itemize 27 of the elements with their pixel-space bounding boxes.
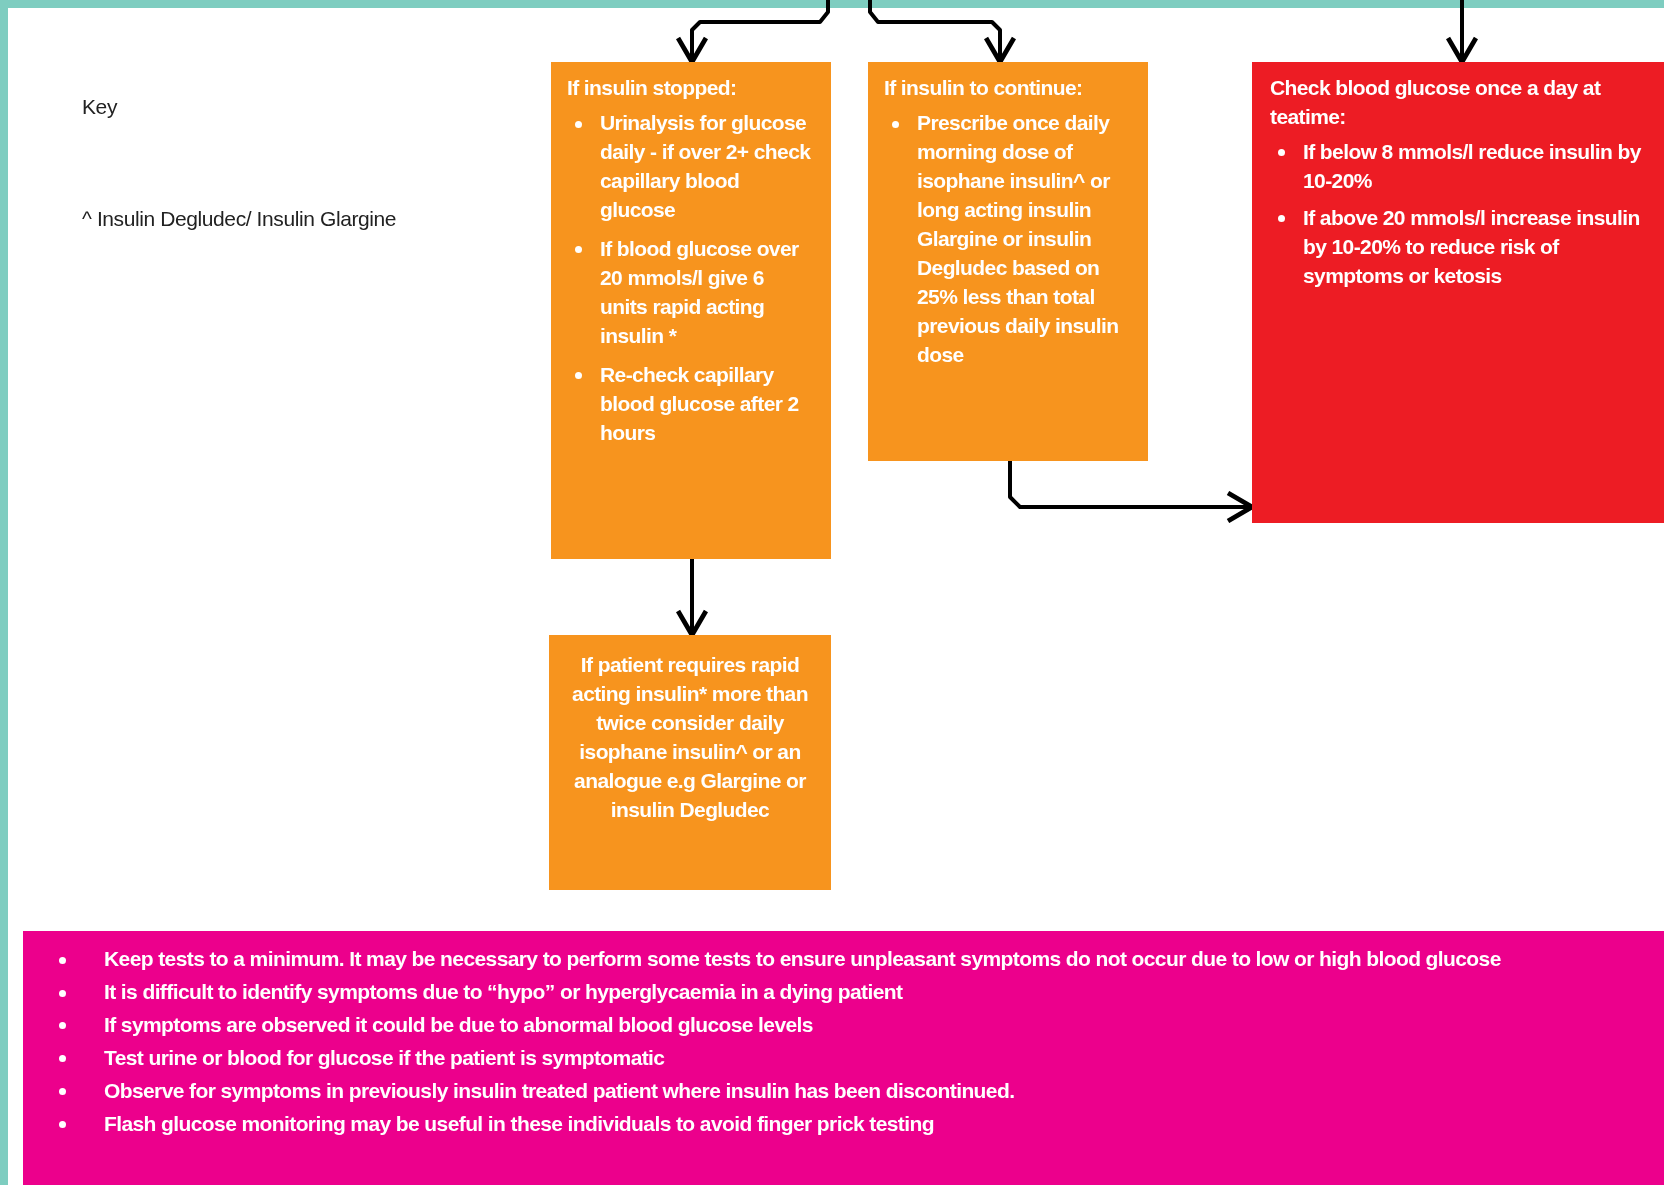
process-box — [868, 62, 1148, 461]
bullet-item: Urinalysis for glucose daily - if over 2+ check capillary blood glucose — [600, 109, 812, 223]
process-box — [551, 62, 831, 559]
bullet-item: Re-check capillary blood glucose after 2 hours — [600, 361, 800, 446]
bullet-item: Test urine or blood for glucose if the patient is symptomatic — [104, 1044, 666, 1071]
notes-panel — [23, 931, 1664, 1185]
process-box — [549, 635, 831, 890]
box-heading: If insulin stopped: — [567, 75, 738, 101]
bullet-item: If blood glucose over 20 mmols/l give 6 units rapid acting insulin * — [600, 235, 800, 349]
arrow — [1445, 0, 1479, 65]
bullet-item: If symptoms are observed it could be due to abnormal blood glucose levels — [104, 1011, 814, 1038]
bullet-item: It is difficult to identify symptoms due to “hypo” or hyperglycaemia in a dying patient — [104, 978, 904, 1005]
bullet-item: Observe for symptoms in previously insulin treated patient where insulin has been discontinued. — [104, 1077, 1016, 1104]
bullet-item: If above 20 mmols/l increase insulin by 10-20% to reduce risk of symptoms or ketosis — [1303, 204, 1641, 289]
box-heading: If insulin to continue: — [884, 75, 1084, 101]
key-text: ^ Insulin Degludec/ Insulin Glargine — [82, 207, 397, 231]
box-text: If patient requires rapid acting insulin* more than twice consider daily isophane insulin^ or an analogue e.g Glargine or insulin Degludec — [571, 652, 809, 823]
key-text: Key — [82, 95, 117, 119]
arrow — [868, 0, 1017, 65]
bullet-item: Prescribe once daily morning dose of isophane insulin^ or long acting insulin Glargine or insulin Degludec based on 25% less than total previous daily insulin dose — [917, 109, 1120, 368]
bullet-item: Flash glucose monitoring may be useful in these individuals to avoid finger prick testing — [104, 1110, 935, 1137]
process-box — [1252, 62, 1664, 523]
box-heading: Check blood glucose once a day at teatime: — [1270, 75, 1602, 130]
bullet-item: Keep tests to a minimum. It may be necessary to perform some tests to ensure unpleasant symptoms do not occur due to low or high blood glucose — [104, 946, 1502, 972]
bullet-item: If below 8 mmols/l reduce insulin by 10-20% — [1303, 138, 1642, 194]
arrow — [675, 559, 709, 638]
arrow — [675, 0, 830, 65]
